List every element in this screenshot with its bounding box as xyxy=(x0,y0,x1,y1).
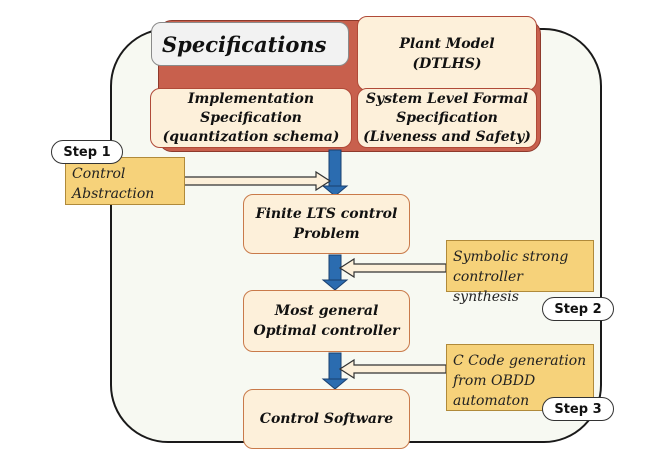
system-spec-box: System Level Formal Specification (Liven… xyxy=(357,88,537,148)
step-2-badge: Step 2 xyxy=(542,297,614,321)
code-generation-note: C Code generation from OBDD automaton xyxy=(446,344,594,411)
step-3-badge: Step 3 xyxy=(542,397,614,421)
implementation-spec-box: Implementation Specification (quantizati… xyxy=(150,88,352,148)
symbolic-synthesis-note: Symbolic strong controller synthesis xyxy=(446,240,594,305)
control-abstraction-note: Control Abstraction xyxy=(65,157,185,205)
plant-model-box: Plant Model (DTLHS) xyxy=(357,16,537,91)
finite-lts-box: Finite LTS control Problem xyxy=(243,194,410,254)
specifications-title: Specifications xyxy=(151,22,349,66)
most-general-controller-box: Most general Optimal controller xyxy=(243,290,410,352)
control-software-box: Control Software xyxy=(243,389,410,449)
step-1-badge: Step 1 xyxy=(51,140,123,164)
